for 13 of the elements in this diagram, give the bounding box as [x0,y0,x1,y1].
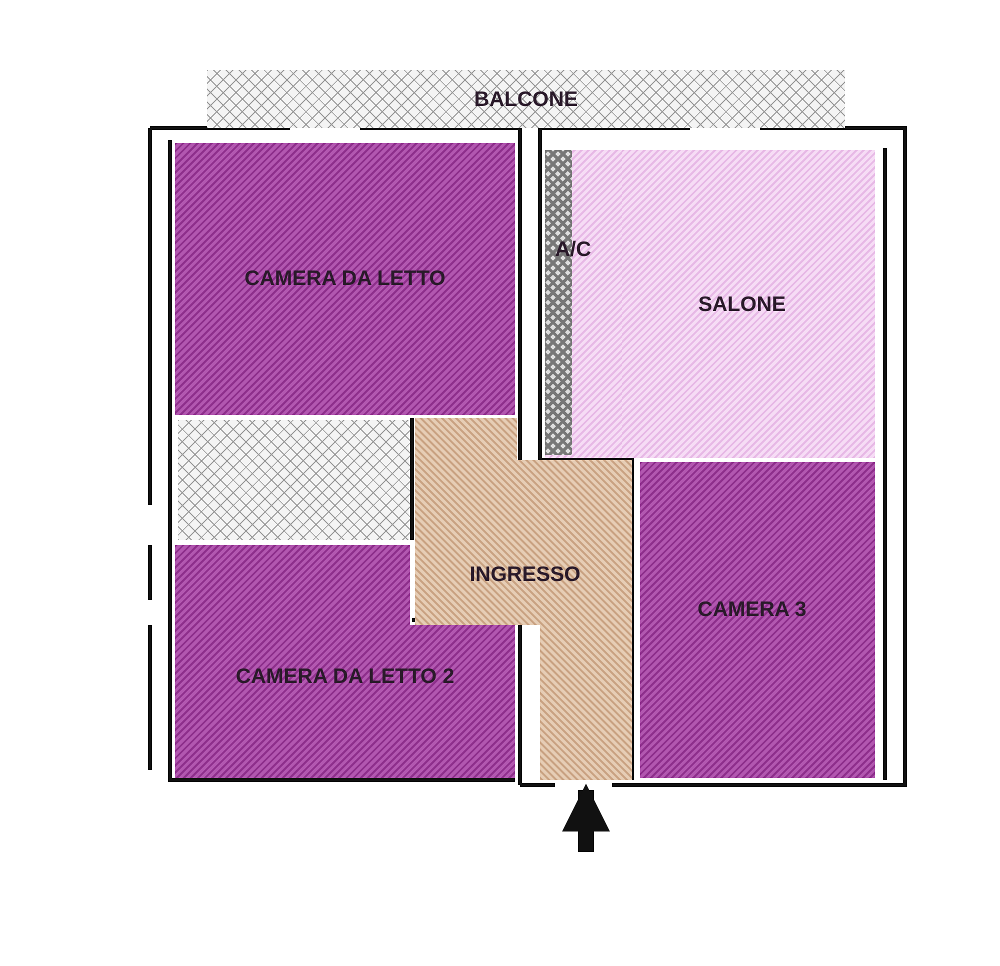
room-label: CAMERA 3 [698,598,806,622]
room-area [640,462,875,778]
room-area [622,150,875,458]
room-label: CAMERA DA LETTO 2 [236,665,454,689]
room-label: SALONE [698,293,786,317]
balcony-label: BALCONE [474,88,578,112]
room-label: CAMERA DA LETTO [244,267,446,291]
closet-area [545,150,622,458]
room-label: INGRESSO [470,563,580,587]
room-area [175,143,515,415]
balcony-area [207,70,845,128]
room-area [178,420,410,540]
entrance-arrow [562,784,610,852]
